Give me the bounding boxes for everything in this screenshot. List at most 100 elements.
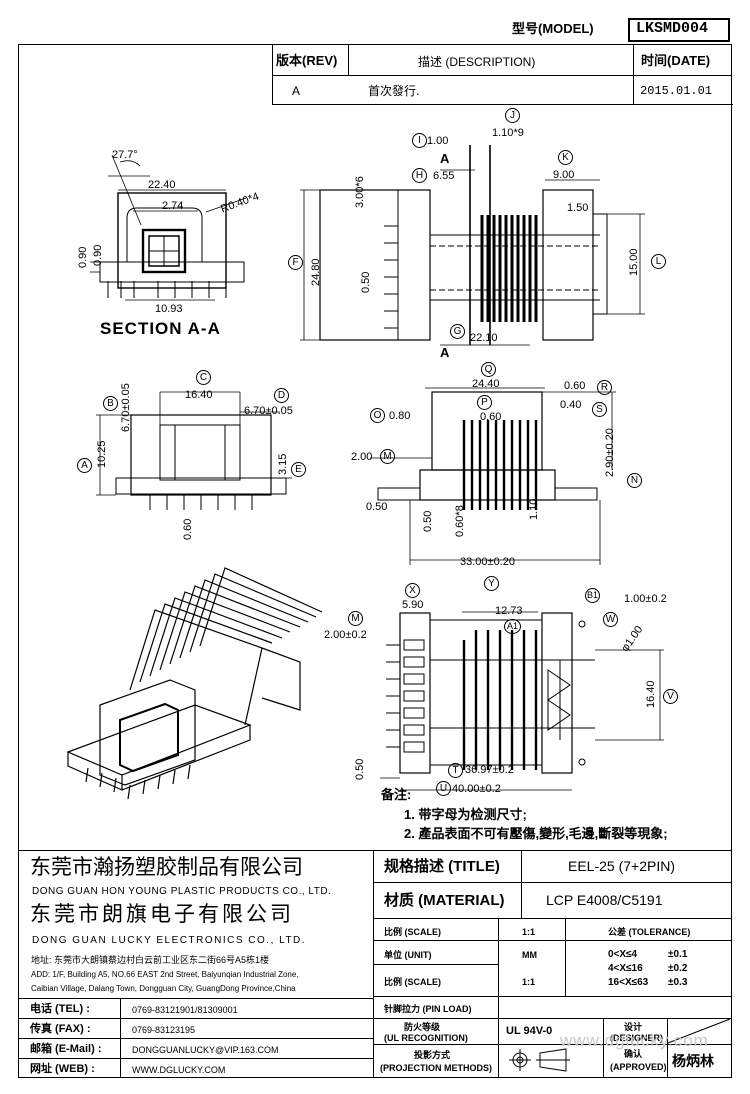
tol-range-1: 0<X≤4 (608, 949, 638, 960)
pin-load-label: 针脚拉力 (PIN LOAD) (384, 1004, 472, 1014)
fire-label-cn: 防火等级 (404, 1022, 441, 1032)
marker-e: E (291, 462, 306, 477)
section-label: SECTION A-A (100, 319, 221, 338)
marker-n: N (627, 473, 642, 488)
tel-label: 电话 (TEL) : (30, 1003, 90, 1015)
company-name-cn-1: 东莞市瀚扬塑胶制品有限公司 (30, 855, 303, 879)
tb-line-r4 (373, 1018, 732, 1019)
dim-16-40-b: 16.40 (645, 680, 657, 708)
tb-line-r6 (603, 1044, 732, 1045)
desc-value: 首次發行. (368, 84, 420, 98)
tb-line-r3 (373, 996, 732, 997)
contact-vline (120, 998, 121, 1078)
web-value[interactable]: WWW.DGLUCKY.COM (132, 1065, 226, 1075)
tb-line-r5 (373, 1044, 603, 1045)
dim-angle: 27.7° (112, 149, 138, 161)
dim-0-50-top: 0.50 (360, 271, 372, 293)
marker-c: C (196, 370, 211, 385)
note-2: 2. 產品表面不可有壓傷,變形,毛邊,斷裂等現象; (404, 826, 668, 841)
dim-1-10x9: 1.10*9 (492, 127, 524, 139)
rev-value: A (292, 84, 301, 98)
date-label: 时间(DATE) (641, 53, 711, 68)
dim-1-10: 1.10 (528, 498, 540, 520)
isometric-view (66, 567, 323, 800)
designer-label-cn: 设计 (624, 1022, 643, 1032)
contact-line-3 (18, 1038, 373, 1039)
tol-value-3: ±0.3 (668, 977, 688, 988)
marker-u: U (436, 781, 451, 796)
marker-a: A (77, 458, 92, 473)
watermark: www.dglucky.com (560, 1031, 709, 1050)
dim-33-00: 33.00±0.20 (460, 556, 515, 568)
tb-line-r1 (373, 940, 732, 941)
projection-label-cn: 投影方式 (414, 1050, 451, 1060)
tb-vline-b (565, 918, 566, 996)
fax-value: 0769-83123195 (132, 1025, 196, 1035)
tb-line-material (373, 918, 732, 919)
address-en-1: ADD: 1/F, Building A5, NO.66 EAST 2nd St… (31, 970, 299, 979)
email-value[interactable]: DONGGUANLUCKY@VIP.163.COM (132, 1045, 279, 1055)
marker-f: F (288, 255, 303, 270)
dim-0-60x8: 0.60*8 (454, 505, 466, 537)
dim-0-90-b: 0.90 (92, 244, 104, 266)
desc-label: 描述 (DESCRIPTION) (418, 55, 536, 69)
tb-vline-d (667, 1018, 668, 1078)
tb-vline-c (603, 1018, 604, 1078)
tb-line-title (373, 882, 732, 883)
model-value-box (628, 18, 730, 42)
dim-1-50: 1.50 (567, 202, 589, 214)
dim-6-55: 6.55 (433, 170, 455, 182)
dim-15-00: 15.00 (628, 248, 640, 276)
marker-r: R (597, 380, 612, 395)
section-view (90, 154, 247, 301)
dim-0-60-side: 0.60 (182, 518, 194, 540)
company-name-en-2: DONG GUAN LUCKY ELECTRONICS CO., LTD. (32, 935, 307, 946)
dim-1-00: 1.00 (427, 135, 449, 147)
tol-value-2: ±0.2 (668, 963, 688, 974)
dim-5-90: 5.90 (402, 599, 424, 611)
notes-title: 备注: (381, 787, 412, 802)
model-label: 型号(MODEL) (512, 21, 594, 36)
marker-s: S (592, 402, 607, 417)
marker-o: O (370, 408, 385, 423)
dim-6-70-left: 6.70±0.05 (120, 383, 132, 432)
address-cn: 地址: 东莞市大朗镇蔡边村白云前工业区东二街66号A5栋1楼 (31, 955, 270, 965)
fire-value: UL 94V-0 (506, 1025, 553, 1037)
dim-0-80: 0.80 (389, 410, 411, 422)
title-label: 规格描述 (TITLE) (384, 858, 500, 875)
marker-x: X (405, 583, 420, 598)
approved-label-cn: 确认 (624, 1049, 643, 1059)
scale-value: 1:1 (522, 927, 536, 937)
dim-24-40: 24.40 (472, 378, 500, 390)
dim-12-73: 12.73 (495, 605, 523, 617)
front-view (370, 387, 616, 565)
marker-k: K (558, 150, 573, 165)
dim-1-00-pm: 1.00±0.2 (624, 593, 667, 605)
scale2-value: 1:1 (522, 977, 536, 987)
approved-label-en: (APPROVED) (610, 1062, 667, 1072)
marker-q: Q (481, 362, 496, 377)
material-value: LCP E4008/C5191 (546, 892, 663, 908)
dim-0-50-b: 0.50 (354, 758, 366, 780)
scale-label: 比例 (SCALE) (384, 927, 441, 937)
approved-value: 杨炳林 (672, 1053, 714, 1069)
marker-i: I (412, 133, 427, 148)
dim-40-00: 40.00±0.2 (452, 783, 501, 795)
note-1: 1. 带字母为检测尺寸; (404, 807, 527, 822)
bottom-view (380, 611, 664, 791)
dim-0-50-front-v: 0.50 (422, 510, 434, 532)
marker-l: L (651, 254, 666, 269)
tolerance-label: 公差 (TOLERANCE) (608, 927, 691, 937)
fax-label: 传真 (FAX) : (30, 1023, 91, 1035)
designer-label-en: (DESIGNER) (610, 1033, 664, 1043)
dim-0-40: 0.40 (560, 399, 582, 411)
dim-3-00x6: 3.00*6 (354, 176, 366, 208)
address-en-2: Caibian Village, Dalang Town, Dongguan C… (31, 984, 296, 993)
drawing-frame (18, 44, 732, 1078)
marker-g: G (450, 324, 465, 339)
marker-p: P (477, 395, 492, 410)
tol-range-2: 4<X≤16 (608, 963, 643, 974)
dim-36-97: 36.97±0.2 (465, 764, 514, 776)
unit-label: 单位 (UNIT) (384, 950, 432, 960)
